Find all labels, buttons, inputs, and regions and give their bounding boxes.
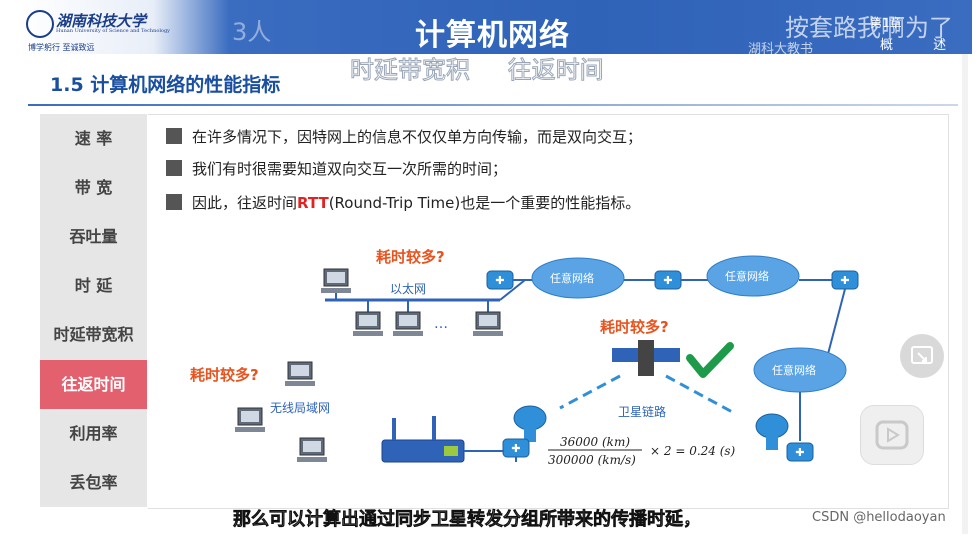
scrollbar[interactable]	[962, 54, 968, 534]
satellite-dish-left-icon	[513, 405, 547, 442]
formula-result: × 2 = 0.24 (s)	[650, 444, 736, 458]
cloud-network-1: 任意网络	[531, 257, 625, 299]
router-top-middle	[654, 270, 682, 290]
bullet-text-after: (Round-Trip Time)也是一个重要的性能指标。	[328, 194, 641, 212]
sidebar-item-rtt[interactable]: 往返时间	[40, 360, 147, 409]
sidebar-item-packet-loss[interactable]: 丢包率	[69, 473, 118, 492]
school-name: 湖南科技大学	[56, 12, 147, 30]
watermark-tab: 时延带宽积	[350, 56, 471, 85]
question-label-wireless: 耗时较多?	[190, 366, 259, 384]
school-english-name: Hunan University of Science and Technolo…	[56, 28, 170, 34]
sidebar-item-delay-bandwidth-product[interactable]: 时延带宽积	[53, 325, 134, 344]
csdn-watermark: CSDN @hellodaoyan	[812, 510, 946, 525]
sidebar-item-delay[interactable]: 时 延	[74, 276, 113, 295]
viewer-count-watermark: 3人	[232, 18, 272, 46]
formula-denominator: 300000 (km/s)	[548, 453, 636, 467]
square-bullet-icon	[166, 128, 182, 144]
question-label-ethernet: 耗时较多?	[376, 248, 445, 266]
video-player-widget[interactable]	[860, 405, 924, 465]
cloud-network-2: 任意网络	[706, 255, 800, 297]
section-title: 1.5 计算机网络的性能指标	[50, 74, 281, 96]
formula-numerator: 36000 (km)	[560, 435, 630, 449]
cloud-network-3: 任意网络	[753, 347, 847, 393]
question-label-satellite: 耗时较多?	[600, 318, 669, 336]
bullet-2: 我们有时很需要知道双向交互一次所需的时间；	[166, 158, 507, 179]
watermark-tabs: 时延带宽积 往返时间	[350, 50, 605, 85]
propagation-delay-formula: 36000 (km) 300000 (km/s) × 2 = 0.24 (s)	[548, 435, 736, 467]
cloud-label: 任意网络	[550, 271, 594, 285]
bullet-1: 在许多情况下，因特网上的信息不仅仅单方向传输，而是双向交互；	[166, 126, 642, 147]
video-subtitle: 那么可以计算出通过同步卫星转发分组所带来的传播时延，	[233, 509, 702, 531]
play-icon	[875, 420, 909, 450]
screenshot-float-button[interactable]	[900, 334, 944, 378]
satellite-link-label: 卫星链路	[618, 404, 666, 419]
router-right	[786, 442, 814, 462]
router-top-left	[486, 270, 514, 290]
screenshot-icon	[911, 346, 933, 364]
pc-ellipsis: …	[434, 316, 448, 332]
bullet-text-before: 因此，往返时间	[192, 194, 298, 212]
cloud-label: 任意网络	[725, 269, 769, 283]
square-bullet-icon	[166, 194, 182, 210]
school-watermark: 湖科大教书	[748, 42, 814, 57]
rtt-network-diagram: ✚ 以太网 … 耗时较多? 任意网络 任意网络 任意网络	[190, 248, 859, 467]
sidebar-item-rate[interactable]: 速 率	[74, 129, 113, 148]
satellite-dish-right-icon	[755, 413, 789, 450]
chapter-label: 第1章	[870, 16, 902, 30]
school-logo: 湖南科技大学 Hunan University of Science and T…	[26, 8, 170, 52]
bullet-3: 因此，往返时间RTT(Round-Trip Time)也是一个重要的性能指标。	[166, 192, 640, 213]
school-seal-icon	[26, 10, 54, 38]
slide-main-title: 计算机网络	[415, 18, 570, 53]
title-divider	[28, 104, 958, 106]
ethernet-lan: 以太网 …	[320, 268, 504, 337]
bullet-text: 在许多情况下，因特网上的信息不仅仅单方向传输，而是双向交互；	[192, 128, 643, 146]
square-bullet-icon	[166, 160, 182, 176]
topic-sidebar: 速 率 带 宽 吞吐量 时 延 时延带宽积 往返时间 利用率 丢包率	[40, 114, 147, 507]
sidebar-item-throughput[interactable]: 吞吐量	[69, 227, 118, 246]
ethernet-label: 以太网	[390, 281, 426, 296]
content-panel	[148, 114, 949, 509]
slide-header-bar	[20, 0, 972, 54]
danmaku-watermark: 按套路我啊为了	[785, 14, 953, 42]
check-mark-icon	[686, 342, 734, 378]
chapter-name: 概 述	[880, 38, 965, 53]
wireless-lan-label: 无线局域网	[270, 401, 330, 415]
wireless-access-point	[381, 416, 465, 463]
router-dish-left	[502, 438, 530, 458]
sidebar-item-utilization[interactable]: 利用率	[69, 424, 118, 443]
satellite-icon	[612, 340, 680, 376]
sidebar-item-bandwidth[interactable]: 带 宽	[74, 178, 113, 197]
school-motto: 博学躬行 至诚致远	[28, 43, 95, 52]
cloud-label: 任意网络	[772, 363, 816, 377]
rtt-highlight: RTT	[297, 194, 329, 212]
router-top-right	[831, 270, 859, 290]
watermark-tab: 往返时间	[507, 56, 604, 85]
bullet-text: 我们有时很需要知道双向交互一次所需的时间；	[192, 160, 508, 178]
